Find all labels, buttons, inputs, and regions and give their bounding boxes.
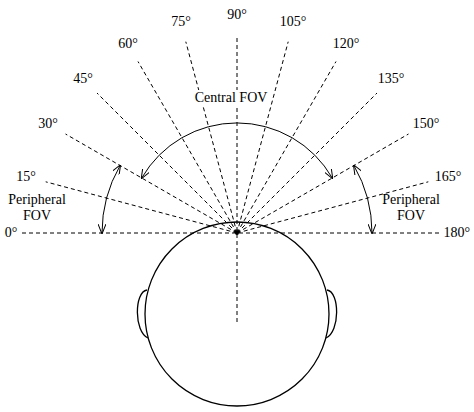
viewpoint-dot bbox=[235, 231, 239, 235]
angle-label: 105° bbox=[280, 14, 307, 30]
angle-label: 180° bbox=[441, 225, 472, 241]
angle-label: 15° bbox=[16, 169, 36, 185]
region-label: Peripheral FOV bbox=[378, 192, 444, 224]
angle-label: 45° bbox=[73, 71, 93, 87]
angle-label: 150° bbox=[413, 116, 440, 132]
angle-label: 90° bbox=[227, 7, 247, 23]
angle-lines bbox=[22, 35, 452, 322]
angle-label: 0° bbox=[3, 225, 20, 241]
fov-arcs bbox=[102, 123, 372, 233]
angle-label: 30° bbox=[38, 116, 58, 132]
angle-label: 135° bbox=[378, 71, 405, 87]
angle-label: 165° bbox=[435, 169, 462, 185]
angle-label: 75° bbox=[171, 14, 191, 30]
angle-label: 120° bbox=[333, 36, 360, 52]
region-label: Central FOV bbox=[193, 90, 270, 106]
angle-label: 60° bbox=[118, 36, 138, 52]
region-label: Peripheral FOV bbox=[4, 192, 70, 224]
